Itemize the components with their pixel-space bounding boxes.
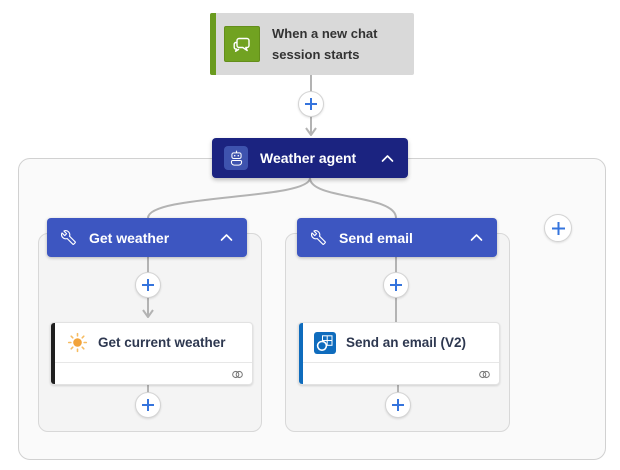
plus-icon [142, 279, 154, 291]
sun-icon [66, 332, 88, 354]
trigger-node-new-chat-session[interactable]: When a new chat session starts [210, 13, 414, 75]
tool-collapse-button-send-email[interactable] [466, 231, 487, 244]
card-accent-bar [299, 323, 303, 384]
plus-icon [390, 279, 402, 291]
outlook-icon [314, 331, 336, 354]
trigger-title: When a new chat session starts [272, 26, 378, 62]
chevron-up-icon [381, 154, 394, 162]
agent-node-weather-agent[interactable]: Weather agent [212, 138, 408, 178]
card-footer [51, 362, 252, 385]
card-accent-bar [51, 323, 55, 384]
connection-icon[interactable] [231, 368, 244, 381]
connection-icon[interactable] [478, 368, 491, 381]
plus-icon [392, 399, 404, 411]
chevron-up-icon [470, 234, 483, 241]
tool-header-send-email[interactable]: Send email [297, 218, 497, 257]
agent-collapse-button[interactable] [377, 152, 398, 165]
insert-step-button-above-agent[interactable] [298, 91, 324, 117]
chat-bubbles-icon [224, 26, 260, 62]
bot-icon [224, 146, 248, 170]
action-card-get-current-weather[interactable]: Get current weather [50, 322, 253, 385]
insert-action-button-get-weather[interactable] [135, 272, 161, 298]
plus-icon [142, 399, 154, 411]
plus-icon [305, 98, 317, 110]
add-action-button-get-weather-bottom[interactable] [135, 392, 161, 418]
chevron-up-icon [220, 234, 233, 241]
insert-action-button-send-email[interactable] [383, 272, 409, 298]
action-title: Send an email (V2) [346, 335, 467, 350]
wrench-icon [311, 230, 326, 245]
trigger-accent-bar [210, 13, 216, 75]
tool-header-get-weather[interactable]: Get weather [47, 218, 247, 257]
tool-label: Get weather [89, 229, 170, 246]
add-action-button-send-email-bottom[interactable] [385, 392, 411, 418]
wrench-icon [61, 230, 76, 245]
action-card-send-an-email-v2[interactable]: Send an email (V2) [298, 322, 500, 385]
agent-label: Weather agent [260, 150, 357, 166]
card-footer [299, 362, 499, 385]
tool-collapse-button-get-weather[interactable] [216, 231, 237, 244]
action-title: Get current weather [98, 335, 226, 350]
tool-label: Send email [339, 229, 413, 246]
plus-icon [551, 221, 565, 235]
add-tool-button[interactable] [544, 214, 572, 242]
